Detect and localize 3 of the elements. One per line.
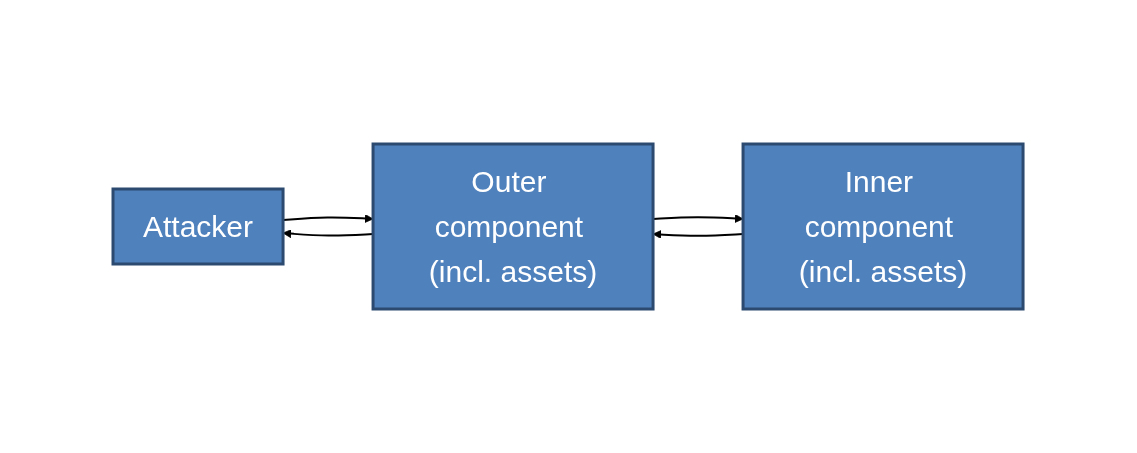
node-box: Attacker xyxy=(111,187,285,266)
node-box: Outer component (incl. assets) xyxy=(372,142,655,311)
node-box: Inner component (incl. assets) xyxy=(742,142,1025,311)
